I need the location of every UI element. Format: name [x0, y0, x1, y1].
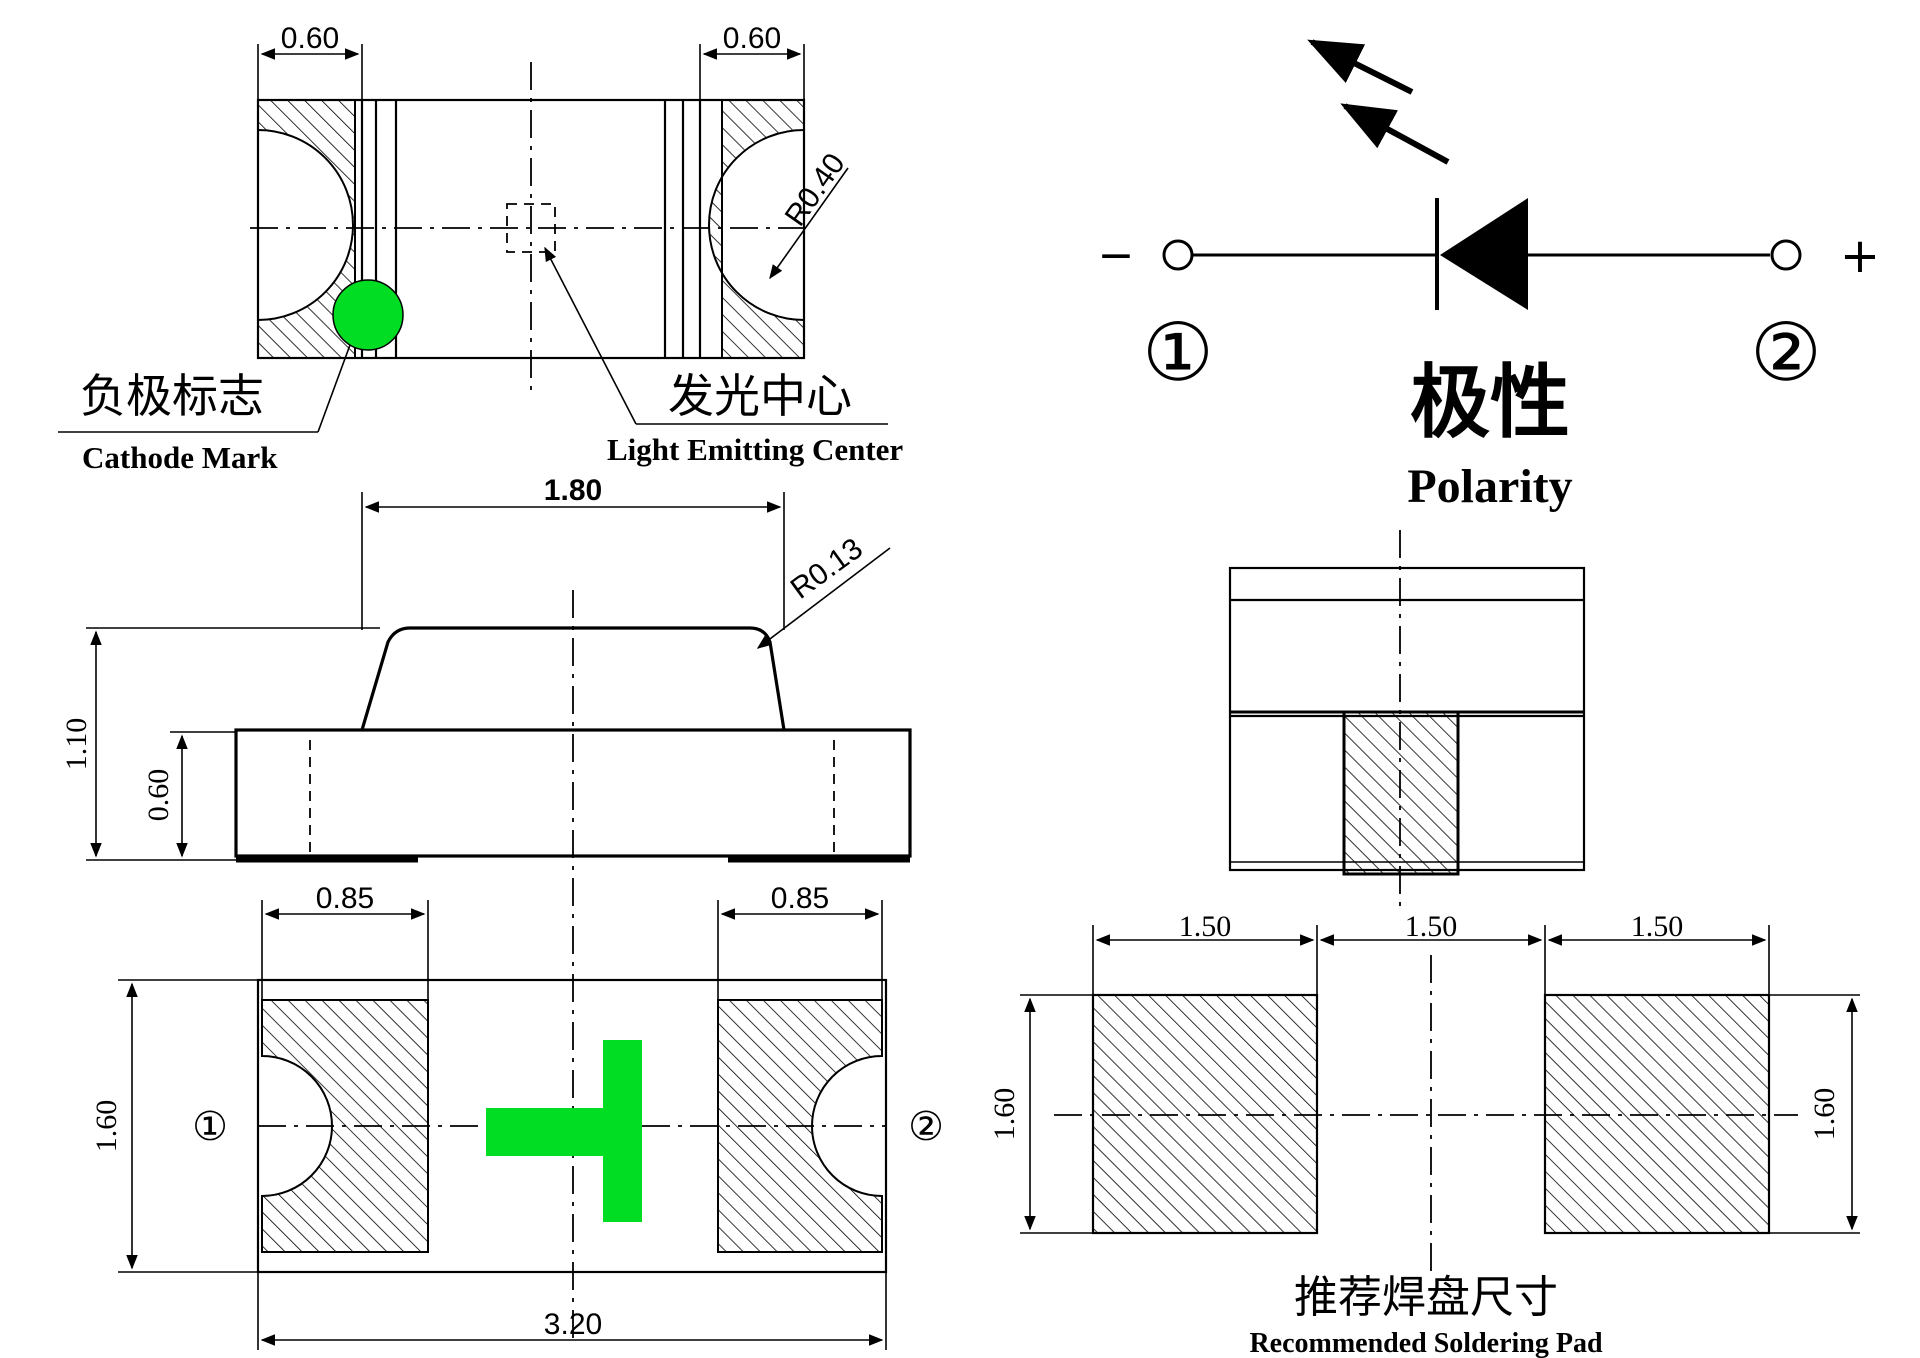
bottom-pin-1: ① [192, 1104, 228, 1150]
pad-dim-height-left: 1.60 [988, 1088, 1021, 1141]
cathode-cn-label: 负极标志 [80, 369, 264, 423]
top-terminal-left [257, 99, 356, 359]
pad-title-en: Recommended Soldering Pad [1249, 1328, 1603, 1358]
terminal-cathode [1162, 239, 1194, 271]
end-view [1228, 530, 1586, 912]
pad-dim-c: 1.50 [1631, 910, 1684, 943]
polarity-pin-2: ② [1750, 306, 1822, 399]
bottom-cathode-mark [486, 1040, 642, 1222]
dim-side-base-height: 0.60 [142, 769, 175, 822]
dim-bottom-pad-right: 0.85 [771, 882, 829, 915]
pad-dim-height-right: 1.60 [1808, 1088, 1841, 1141]
pad-title-cn: 推荐焊盘尺寸 [1294, 1272, 1558, 1323]
side-view: 1.80 R0.13 1.10 0.60 [60, 474, 912, 1345]
polarity-plus: + [1840, 228, 1880, 284]
pad-dim-a: 1.50 [1179, 910, 1232, 943]
top-terminal-right [708, 99, 805, 359]
polarity-title-cn: 极性 [1410, 356, 1570, 449]
dim-top-left: 0.60 [281, 22, 339, 55]
polarity-pin-1: ① [1142, 306, 1214, 399]
end-view-terminal [1342, 710, 1460, 876]
dim-side-top: 1.80 [544, 474, 602, 507]
cathode-en-label: Cathode Mark [82, 440, 278, 475]
terminal-anode [1770, 239, 1802, 271]
dim-top-right: 0.60 [723, 22, 781, 55]
dim-bottom-height: 1.60 [90, 1100, 123, 1153]
cathode-mark-dot [332, 279, 404, 351]
dim-side-total-height: 1.10 [60, 718, 93, 771]
top-view: 0.60 0.60 R0.40 负极标志 Cathode Mark 发光中心 L… [58, 22, 903, 475]
polarity-symbol: − + ① ② 极性 Polarity [1098, 39, 1880, 513]
emitting-center-box [506, 203, 556, 253]
solder-pad-left [1091, 993, 1319, 1235]
dim-bottom-length: 3.20 [544, 1308, 602, 1341]
bottom-pin-2: ② [908, 1104, 944, 1150]
polarity-title-en: Polarity [1407, 460, 1572, 513]
side-radius-label: R0.13 [785, 532, 869, 606]
polarity-minus: − [1098, 230, 1135, 281]
solder-pad-right [1543, 993, 1771, 1235]
diode-triangle [1440, 198, 1528, 310]
bottom-view: ① ② 0.85 0.85 1.60 3.20 [90, 882, 944, 1350]
dim-bottom-pad-left: 0.85 [316, 882, 374, 915]
center-en-label: Light Emitting Center [607, 432, 903, 467]
solder-pad-view: 1.50 1.50 1.50 1.60 1.60 推荐焊盘尺寸 Recommen… [988, 910, 1860, 1358]
center-cn-label: 发光中心 [668, 369, 852, 423]
pad-dim-b: 1.50 [1405, 910, 1458, 943]
top-radius-label: R0.40 [779, 148, 852, 233]
